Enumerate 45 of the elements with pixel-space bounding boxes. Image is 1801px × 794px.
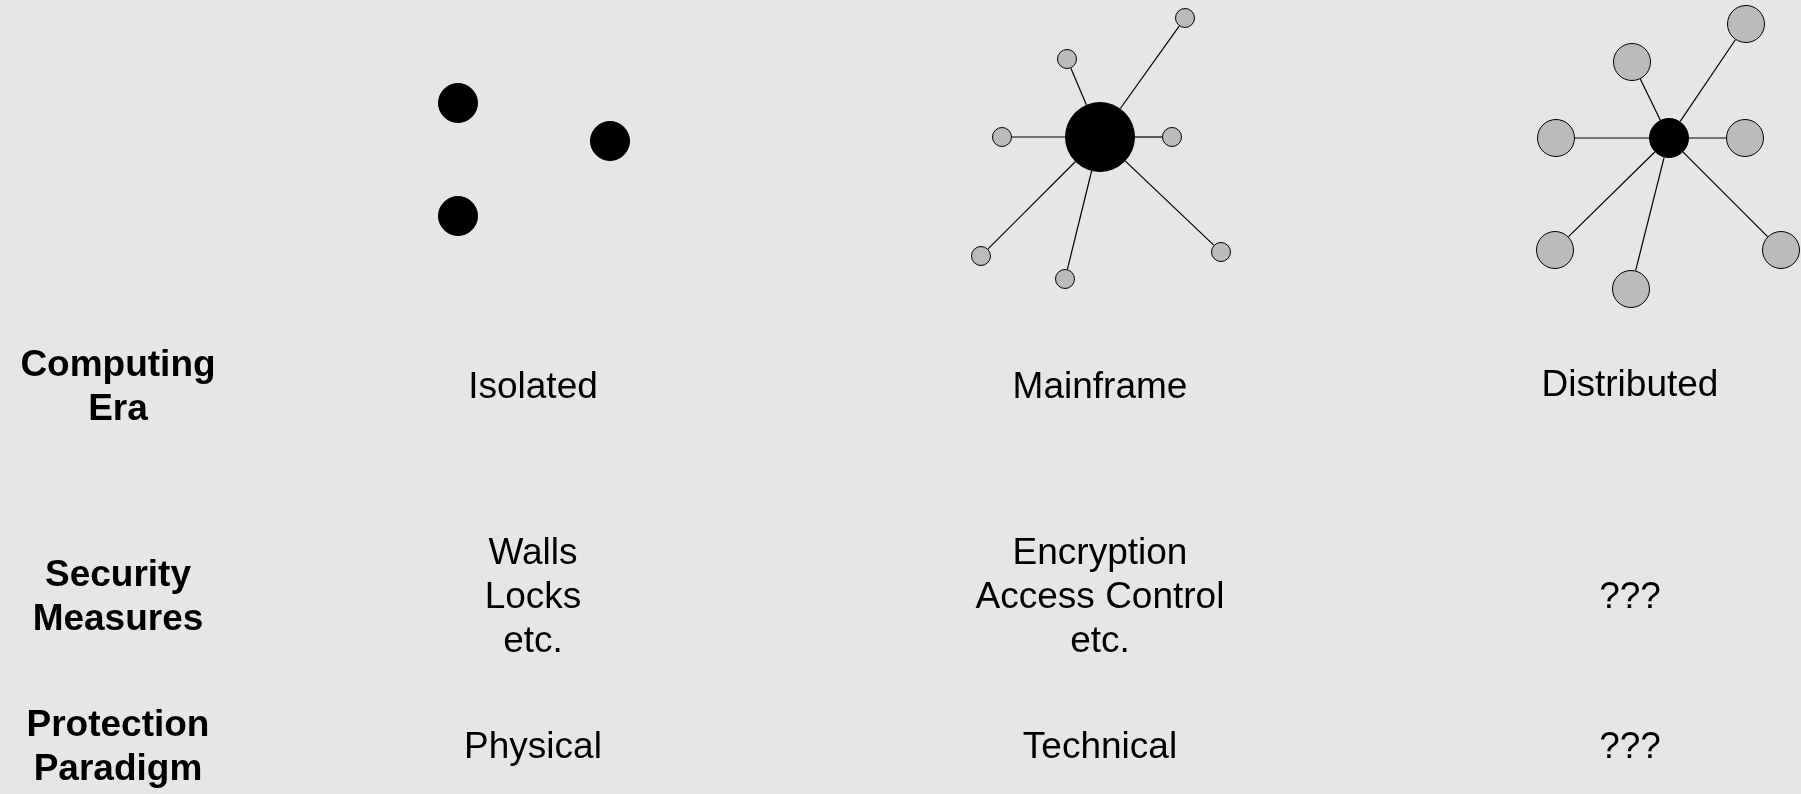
connector-line	[1682, 151, 1769, 238]
connector-line	[987, 161, 1076, 250]
cell-text: ???	[1598, 724, 1662, 768]
node-circle	[971, 246, 991, 266]
node-circle	[438, 196, 478, 236]
node-circle	[438, 83, 478, 123]
node-circle	[1162, 127, 1182, 147]
connector-line	[1639, 78, 1661, 121]
node-circle	[992, 127, 1012, 147]
node-circle	[1055, 269, 1075, 289]
cell-text: Mainframe	[1011, 364, 1189, 408]
node-circle	[1727, 5, 1765, 43]
node-circle	[1612, 270, 1650, 308]
node-circle	[1649, 118, 1689, 158]
cell-text: ???	[1598, 574, 1662, 618]
connector-line	[1070, 67, 1087, 106]
node-circle	[1175, 8, 1195, 28]
row-heading: Security Measures	[31, 552, 205, 640]
connector-line	[1119, 25, 1180, 110]
node-circle	[1726, 119, 1764, 157]
connector-line	[1679, 39, 1736, 123]
row-heading: Computing Era	[19, 342, 217, 430]
node-circle	[1057, 49, 1077, 69]
node-circle	[1211, 242, 1231, 262]
cell-text: Isolated	[467, 364, 599, 408]
connector-line	[1688, 137, 1727, 139]
node-circle	[1762, 231, 1800, 269]
node-circle	[1537, 119, 1575, 157]
connector-line	[1134, 136, 1163, 138]
connector-line	[1635, 156, 1665, 272]
connector-line	[1124, 160, 1215, 246]
connector-line	[1011, 136, 1066, 138]
cell-text: Distributed	[1540, 362, 1720, 406]
cell-text: Physical	[463, 724, 603, 768]
connector-line	[1567, 151, 1656, 238]
cell-text: Encryption Access Control etc.	[975, 530, 1225, 662]
cell-text: Technical	[1021, 724, 1179, 768]
connector-line	[1574, 137, 1650, 139]
node-circle	[590, 121, 630, 161]
connector-line	[1066, 170, 1093, 270]
node-circle	[1065, 102, 1135, 172]
node-circle	[1613, 43, 1651, 81]
row-heading: Protection Paradigm	[25, 702, 211, 790]
node-circle	[1536, 231, 1574, 269]
cell-text: Walls Locks etc.	[483, 530, 583, 662]
